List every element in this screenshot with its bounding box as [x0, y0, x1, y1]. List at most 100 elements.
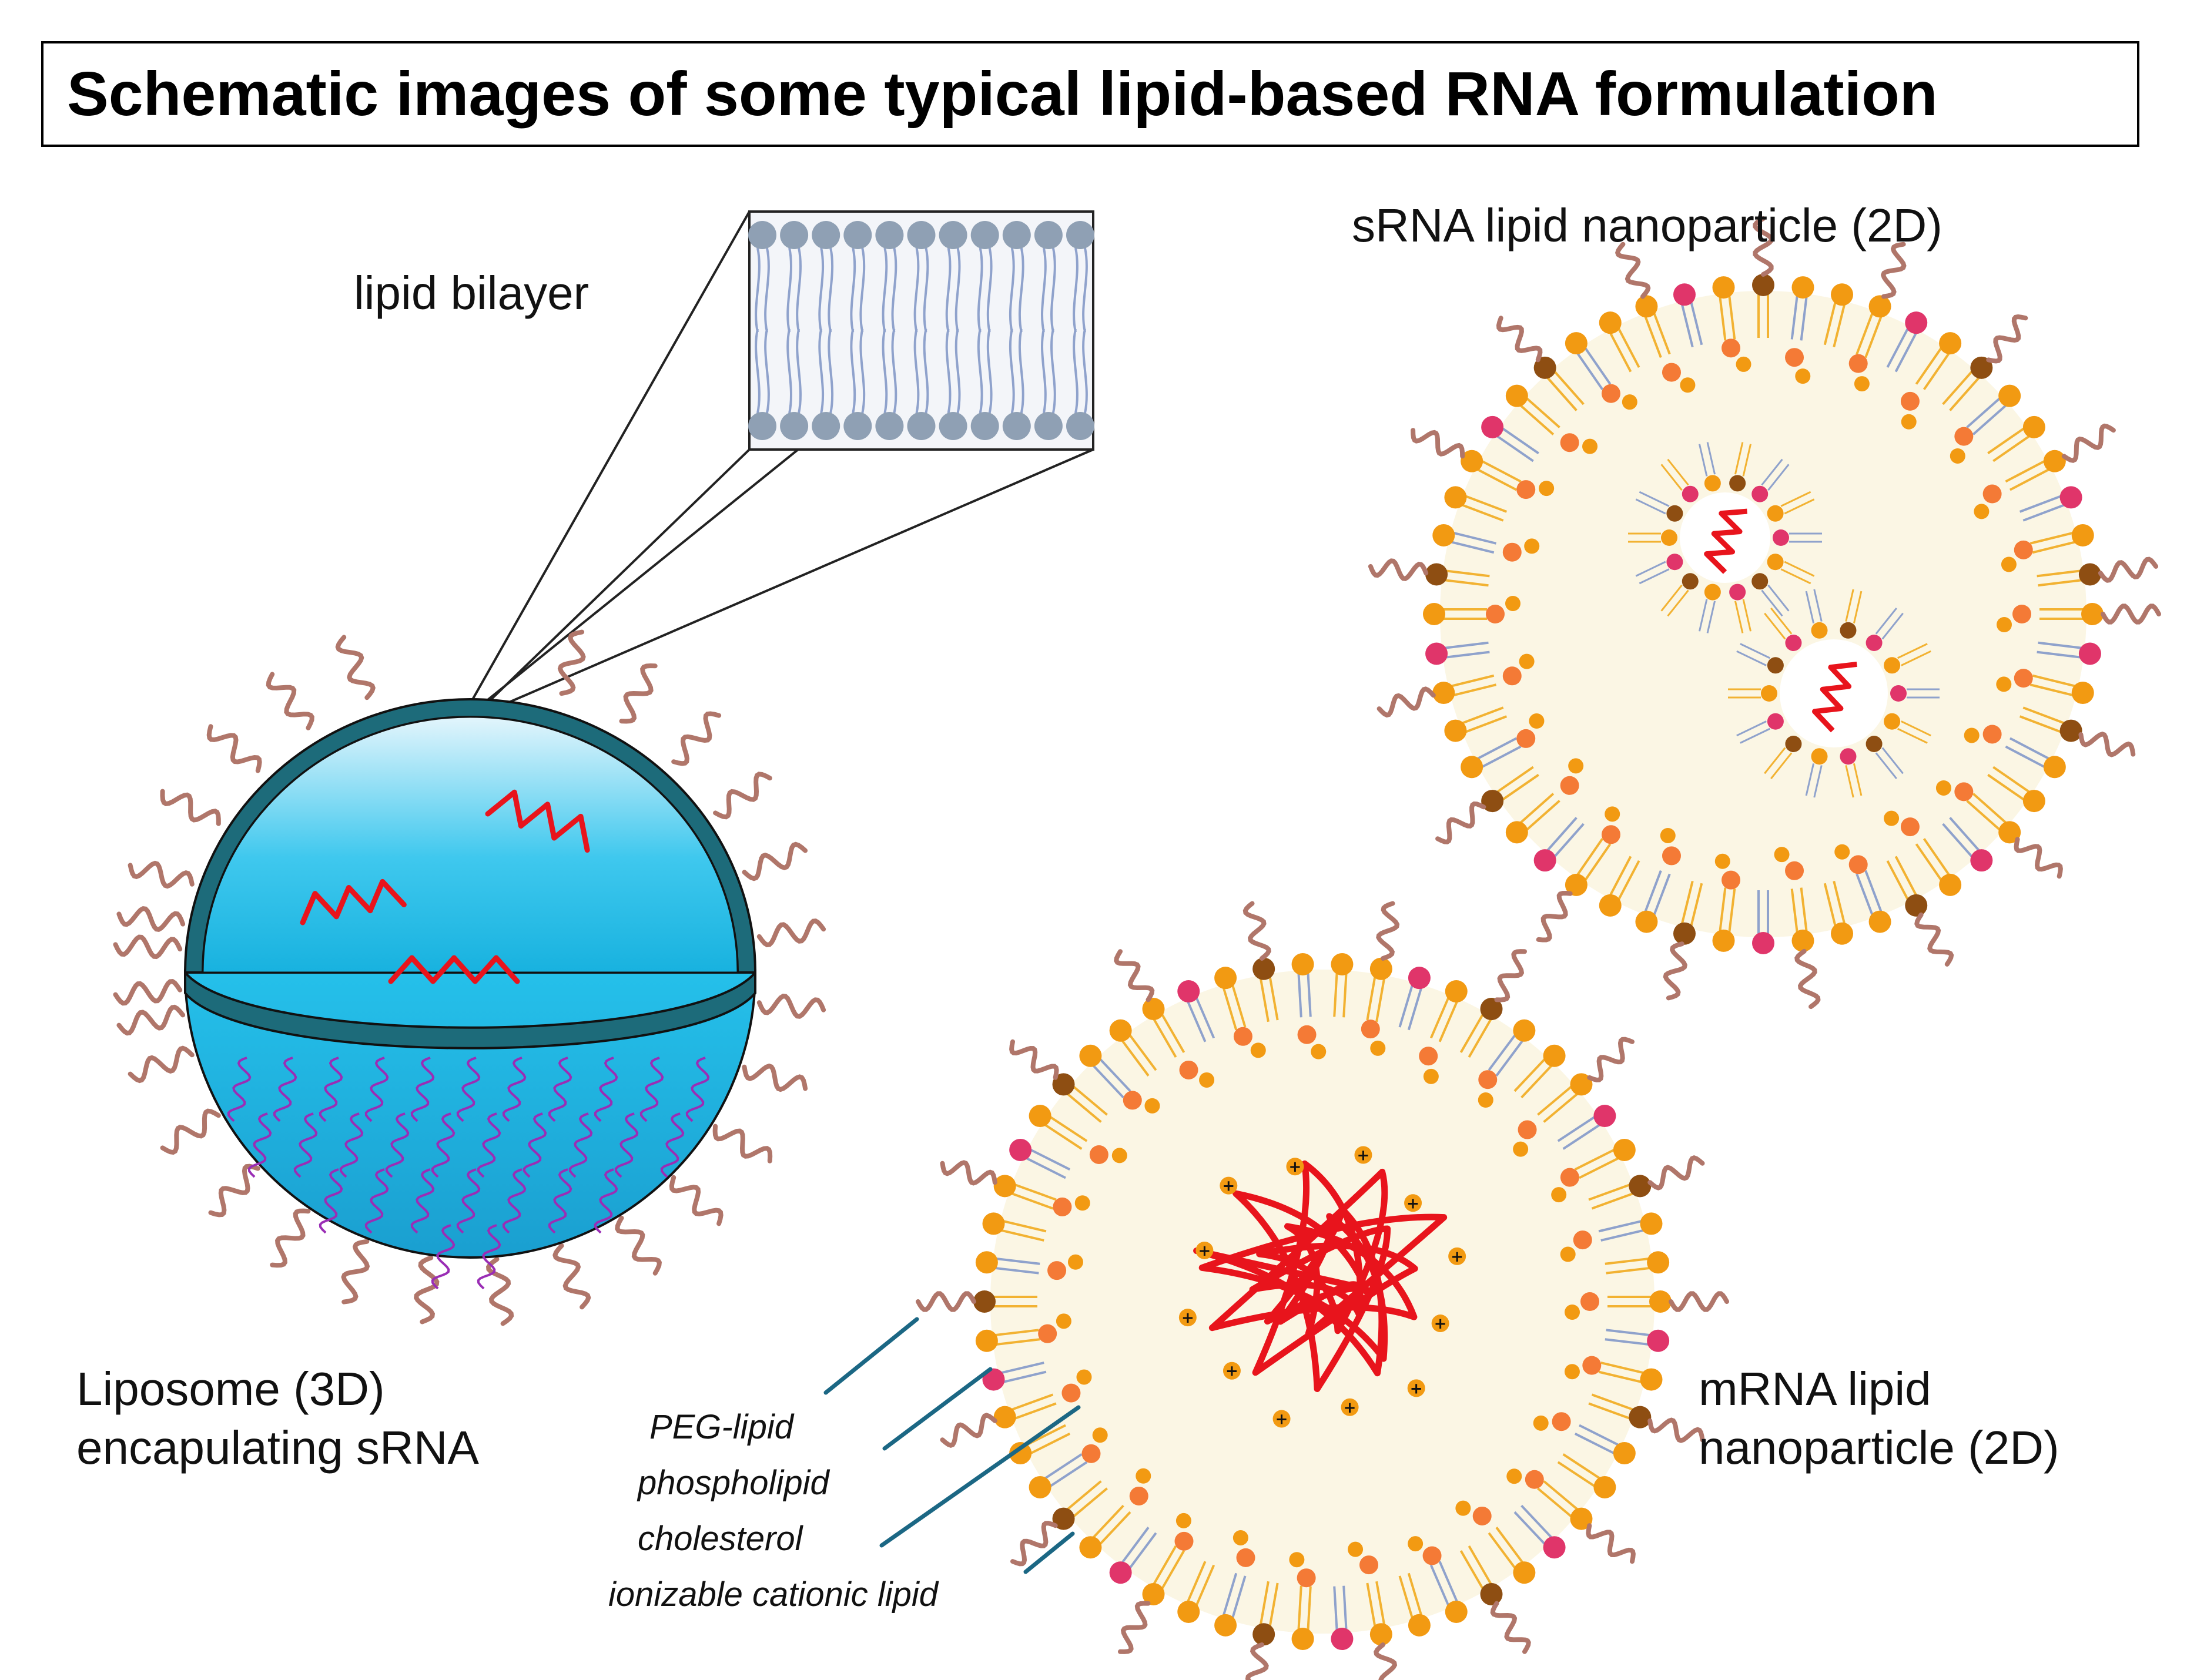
bilayer-head [1034, 412, 1063, 440]
lipid-tail [2022, 504, 2065, 522]
lipid-tail [1501, 427, 1539, 455]
cholesterol [1423, 1068, 1439, 1084]
ionizable-lipid-head [1354, 1146, 1372, 1164]
lipid-tail [1066, 1092, 1102, 1123]
lipid-tail [2032, 674, 2076, 688]
lipid-tail [1698, 444, 1708, 477]
lipid-tail [1784, 561, 1815, 577]
lipid-tail [1800, 296, 1808, 341]
title-box: Schematic images of some typical lipid-b… [41, 41, 2139, 147]
lipid-head [1635, 295, 1658, 318]
lipid-tail [1987, 427, 2025, 455]
peg-chain-icon [557, 629, 586, 696]
lipid-tail [1833, 880, 1846, 924]
peg-chain-icon [1663, 941, 1688, 1001]
lipid-tail [1992, 766, 2031, 793]
bilayer-head [970, 221, 999, 249]
bilayer-tail [891, 247, 897, 333]
cholesterol [1478, 1070, 1498, 1089]
lipid-tail [1445, 650, 1490, 659]
bilayer-tail [1009, 328, 1015, 414]
lipid-tail [1584, 347, 1612, 385]
lipid-head [1369, 1623, 1392, 1646]
inner-peg-chain [456, 1168, 481, 1234]
legend-phospholipid: phospholipid [638, 1464, 829, 1502]
lipid-tail [1488, 1532, 1516, 1570]
cholesterol [1297, 1568, 1316, 1588]
lipid-head [1425, 563, 1448, 586]
inner-peg-chain [339, 1112, 364, 1178]
cholesterol [1539, 481, 1555, 497]
bilayer-tail [923, 247, 929, 333]
lipid-head [1109, 1561, 1132, 1584]
lipid-tail [1690, 301, 1703, 346]
peg-chain-icon [1496, 316, 1543, 363]
lipid-head [975, 1329, 998, 1352]
lipid-tail [1942, 370, 1973, 405]
cholesterol [1179, 1060, 1198, 1079]
peg-chain-icon [270, 1208, 311, 1268]
lipid-head [1905, 894, 1928, 917]
ionizable-lipid-head [1404, 1194, 1422, 1212]
cholesterol [2014, 540, 2033, 559]
lipid-tail [1864, 316, 1883, 358]
inner-peg-chain [364, 1168, 389, 1234]
lipid-tail [1894, 856, 1918, 896]
lipid-tail [1453, 683, 1497, 697]
lipid-tail [994, 1266, 1039, 1275]
lipid-head [1884, 657, 1901, 674]
lipid-tail [1546, 817, 1578, 851]
lipid-tail [1495, 1039, 1524, 1077]
bilayer-tail [1009, 247, 1015, 333]
positive-charge-icon: + [1344, 1399, 1357, 1417]
lipid-head [1767, 505, 1784, 522]
lipid-tail [1875, 752, 1897, 780]
peg-chain-icon [916, 1291, 976, 1312]
bilayer-tail [755, 247, 761, 333]
cholesterol [1297, 1025, 1317, 1044]
lipid-tail [1923, 352, 1950, 390]
bilayer-head [1034, 221, 1063, 249]
lipid-head [1939, 873, 1962, 896]
cholesterol [1605, 806, 1620, 822]
cholesterol [1233, 1530, 1248, 1545]
inner-peg-chain [227, 1057, 252, 1122]
cholesterol [1680, 377, 1696, 393]
lipid-tail [1923, 838, 1950, 876]
lipid-head [1543, 1044, 1566, 1067]
lipid-tail [1742, 599, 1752, 632]
lipid-tail [1092, 1504, 1124, 1539]
cholesterol [1785, 348, 1804, 367]
peg-chain-icon [1647, 1155, 1705, 1191]
bilayer-tail [882, 328, 888, 414]
lipid-head [1408, 967, 1431, 990]
lipid-head [1640, 1368, 1663, 1391]
peg-chain-icon [1490, 1601, 1531, 1654]
lipid-tail [1764, 612, 1786, 640]
cholesterol [1900, 817, 1920, 837]
bilayer-head [812, 412, 840, 440]
lipid-tail [1600, 1362, 1645, 1374]
cholesterol [1478, 1092, 1493, 1108]
bilayer-head [1002, 221, 1031, 249]
lipid-tail [1161, 1550, 1185, 1590]
lipid-tail [2009, 468, 2050, 491]
lipid-tail [1972, 404, 2007, 435]
bilayer-tail [1073, 247, 1079, 333]
lipid-tail [1901, 650, 1931, 666]
peg-chain-icon [1245, 1642, 1269, 1680]
cholesterol [1662, 363, 1681, 382]
positive-charge-icon: + [1289, 1158, 1302, 1176]
lipid-head [1331, 1628, 1354, 1651]
peg-chain-icon [2078, 731, 2136, 757]
lipid-tail [1014, 1402, 1057, 1420]
cholesterol [1199, 1072, 1215, 1088]
lipid-head [1682, 485, 1699, 502]
lipid-tail [1770, 752, 1793, 780]
cholesterol [1848, 354, 1868, 373]
cholesterol [1419, 1047, 1438, 1066]
lipid-tail [1897, 727, 1928, 744]
inner-peg-chain [685, 1057, 710, 1122]
lipid-head [1570, 1507, 1593, 1530]
lipid-tail [1591, 1192, 1634, 1210]
